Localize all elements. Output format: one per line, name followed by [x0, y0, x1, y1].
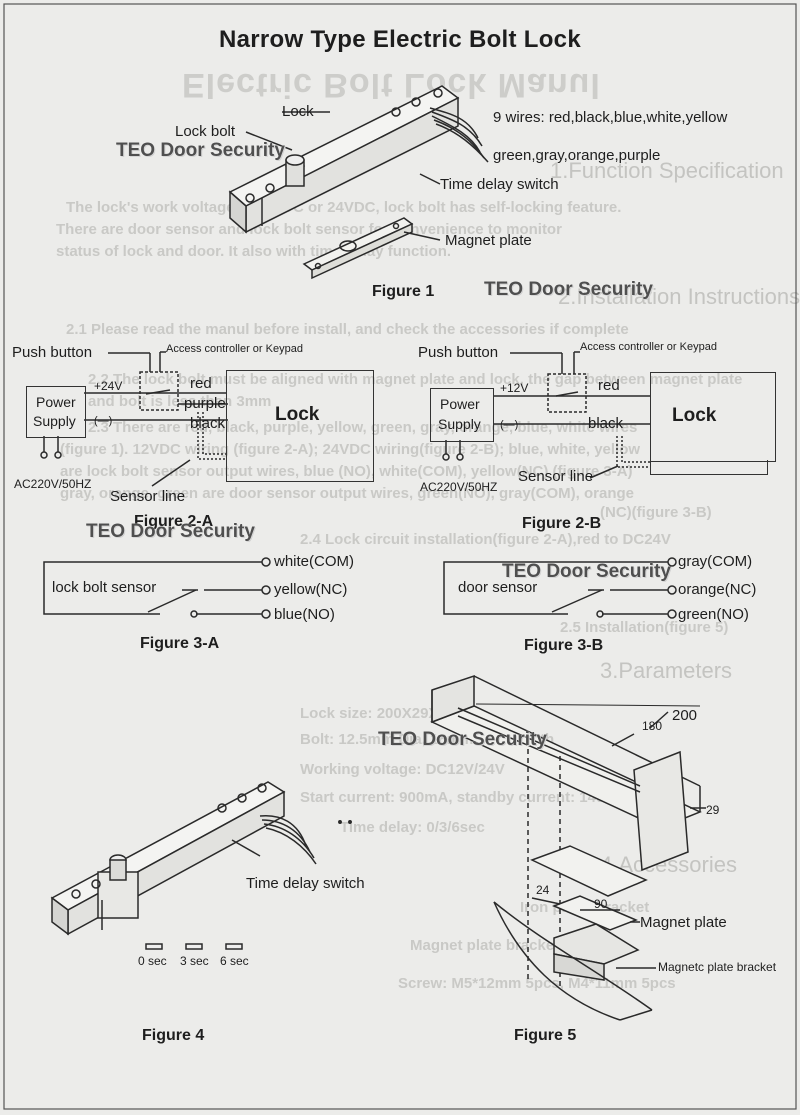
- fig2b-push-button-label: Push button: [418, 344, 499, 361]
- fig4-6sec-label: 6 sec: [220, 954, 249, 968]
- fig1-magnet-plate-label: Magnet plate: [445, 232, 532, 249]
- figure2b-caption: Figure 2-B: [522, 515, 602, 532]
- figure3a-caption: Figure 3-A: [140, 635, 220, 652]
- watermark-5: TEO Door Security: [378, 729, 547, 750]
- fig2b-supply-label: Supply: [438, 416, 481, 432]
- fig2b-power-label: Power: [440, 396, 480, 412]
- fig2b-black-label: black: [588, 415, 624, 432]
- fig4-time-delay-label: Time delay switch: [246, 875, 365, 892]
- fig2a-lock-label: Lock: [275, 404, 320, 425]
- ghost-line-2: There are door sensor and lock bolt sens…: [56, 221, 562, 238]
- fig2a-purple-label: purple: [184, 395, 226, 412]
- ghost-line-4: 2.1 Please read the manul before install…: [66, 321, 629, 338]
- fig1-lock-label: Lock: [282, 103, 314, 120]
- fig2b-lock-label: Lock: [672, 405, 717, 426]
- fig2a-lock-box: [226, 370, 374, 482]
- fig3b-sensor-label: door sensor: [458, 579, 538, 596]
- fig2a-power-supply-box: [26, 386, 86, 438]
- figure2a-caption: Figure 2-A: [134, 513, 214, 530]
- figure2b-wiring: [442, 351, 650, 479]
- fig2a-red-label: red: [190, 375, 212, 392]
- fig3a-no-label: blue(NO): [274, 606, 335, 623]
- figure2a-wiring: [40, 351, 228, 487]
- fig5-dim-24: 24: [536, 883, 550, 897]
- ghost-section-3: 3.Parameters: [600, 658, 733, 683]
- fig5-dim-200: 200: [672, 707, 698, 724]
- fig2b-ac-label: AC220V/50HZ: [420, 480, 498, 494]
- page-title: Narrow Type Electric Bolt Lock: [219, 26, 581, 53]
- ghost-section-1: 1.Function Specification: [550, 158, 784, 183]
- watermark-4: TEO Door Security: [502, 561, 671, 582]
- fig1-lock-bolt-label: Lock bolt: [175, 123, 236, 140]
- ghost-line-18: Time delay: 0/3/6sec: [340, 819, 485, 836]
- ghost-line-10: gray, orange, green are door sensor outp…: [60, 485, 634, 502]
- fig2b-power-supply-box: [430, 388, 494, 442]
- fig5-dim-90: 90: [594, 897, 608, 911]
- fig3b-com-label: gray(COM): [678, 553, 753, 570]
- fig5-magnet-plate-label: Magnet plate: [640, 914, 727, 931]
- fig2b-minus-label: (—): [500, 419, 519, 431]
- ghost-line-16: Working voltage: DC12V/24V: [300, 761, 505, 778]
- watermark-2: TEO Door Security: [484, 279, 653, 300]
- figure3b-caption: Figure 3-B: [524, 637, 604, 654]
- ghost-line-9: are lock bolt sensor output wires, blue …: [60, 463, 633, 480]
- fig2a-minus-label: (—): [94, 415, 113, 427]
- fig3a-com-label: white(COM): [274, 553, 355, 570]
- watermark-3: TEO Door Security: [86, 521, 255, 542]
- figure4-caption: Figure 4: [142, 1027, 205, 1044]
- fig2b-lock-box: [650, 372, 776, 462]
- fig2a-black-label: black: [190, 415, 226, 432]
- fig5-bracket-label: Magnetc plate bracket: [658, 960, 777, 974]
- ghost-section-4: 4.Accessories: [600, 852, 737, 877]
- figure1-lock-drawing: [228, 85, 489, 280]
- fig1-wires-label-2: green,gray,orange,purple: [493, 147, 661, 164]
- fig2a-controller-label: Access controller or Keypad: [166, 343, 303, 355]
- ghost-line-11: (NC)(figure 3-B): [600, 504, 712, 521]
- fig2a-push-button-label: Push button: [12, 344, 93, 361]
- fig2b-red-label: red: [598, 377, 620, 394]
- fig2a-power-label: Power: [36, 394, 76, 410]
- figure4-lock-drawing: [50, 781, 352, 950]
- fig3a-nc-label: yellow(NC): [274, 581, 348, 598]
- fig4-0sec-label: 0 sec: [138, 954, 167, 968]
- ghost-line-12: 2.4 Lock circuit installation(figure 2-A…: [300, 531, 671, 548]
- figure3b-circuit: [443, 557, 677, 619]
- fig2b-sensor-line-label: Sensor line: [518, 468, 594, 485]
- figure3a-circuit: [43, 557, 271, 619]
- figure5-caption: Figure 5: [514, 1027, 577, 1044]
- ghost-section-2: 2.Installation Instructions: [558, 284, 800, 309]
- fig1-time-delay-label: Time delay switch: [440, 176, 559, 193]
- fig3b-nc-label: orange(NC): [678, 581, 757, 598]
- fig3a-sensor-label: lock bolt sensor: [52, 579, 157, 596]
- fig2b-lock-base: [650, 460, 768, 475]
- fig5-dim-180: 180: [642, 719, 663, 733]
- fig1-wires-label-1: 9 wires: red,black,blue,white,yellow: [493, 109, 728, 126]
- ghost-line-5: 2.2 The lock bolt must be aligned with m…: [88, 371, 743, 388]
- fig2a-voltage-label: +24V: [94, 379, 123, 393]
- fig2a-ac-label: AC220V/50HZ: [14, 477, 92, 491]
- ghost-line-6: and bolt is less than 3mm: [88, 393, 272, 410]
- fig4-3sec-label: 3 sec: [180, 954, 209, 968]
- figure1-caption: Figure 1: [372, 283, 435, 300]
- fig5-dim-29: 29: [706, 803, 720, 817]
- ghost-line-17: Start current: 900mA, standby current: 1…: [300, 789, 629, 806]
- fig2b-voltage-label: +12V: [500, 381, 529, 395]
- watermark-1: TEO Door Security: [116, 140, 285, 161]
- figure5-installation-drawing: [430, 674, 706, 1021]
- fig2b-controller-label: Access controller or Keypad: [580, 341, 717, 353]
- fig2a-sensor-line-label: Sensor line: [110, 488, 186, 505]
- ghost-line-13: 2.5 Installation(figure 5): [560, 619, 729, 636]
- ghost-line-1: The lock's work voltage is 12VDC or 24VD…: [66, 199, 622, 216]
- fig2a-supply-label: Supply: [33, 413, 76, 429]
- fig3b-no-label: green(NO): [678, 606, 749, 623]
